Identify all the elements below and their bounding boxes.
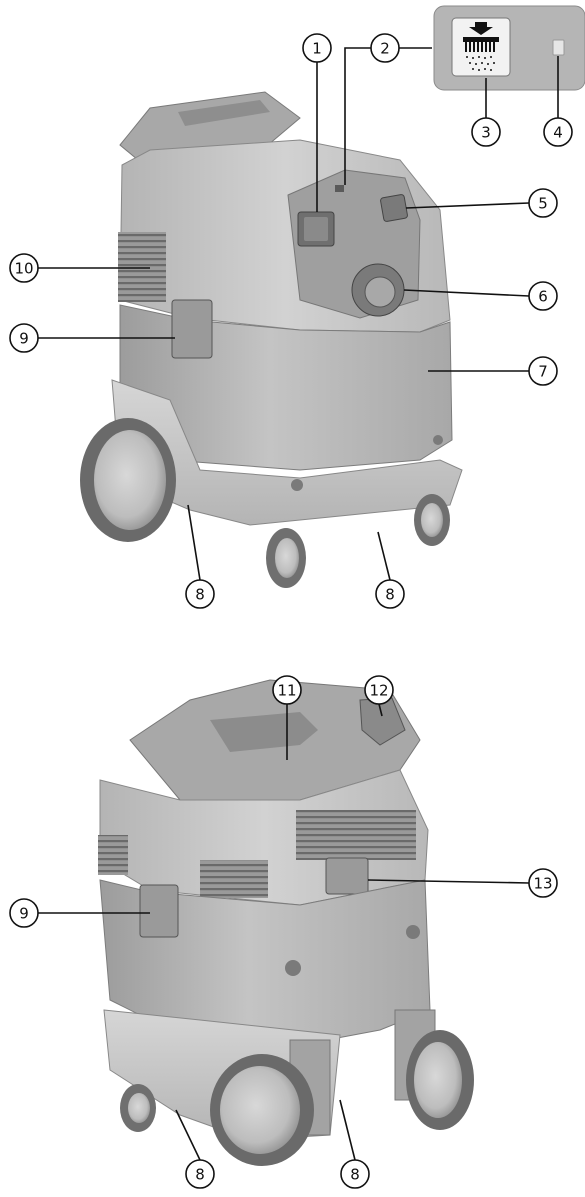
callout-circle: [471, 117, 501, 147]
front-callout-6: 6: [403, 281, 558, 311]
front-callout-2: 2: [344, 33, 432, 185]
callout-circle: [185, 579, 215, 609]
callout-leader-line: [344, 47, 432, 185]
callout-leader-line: [367, 879, 530, 884]
front-callout-4: 4: [543, 56, 573, 147]
front-callout-8: 8: [375, 531, 405, 609]
callout-circle: [302, 33, 332, 63]
callout-number: 8: [350, 1166, 360, 1184]
callout-number: 9: [19, 905, 29, 923]
callout-number: 9: [19, 330, 29, 348]
callout-number: 3: [481, 124, 491, 142]
rear-socket-cover[interactable]: [325, 857, 369, 895]
front-callout-3: 3: [471, 78, 501, 147]
rear-callout-13: 13: [367, 868, 558, 898]
rear-wheel-left-hub: [94, 430, 166, 530]
top-carry-handle: [178, 100, 270, 126]
rear-callout-11: 11: [272, 675, 302, 760]
callout-number: 8: [195, 586, 205, 604]
callout-number: 1: [312, 40, 322, 58]
callout-number: 10: [14, 260, 33, 278]
rear-callout-8: 8: [175, 1109, 215, 1189]
callout-number: 5: [538, 195, 548, 213]
callout-circle: [528, 188, 558, 218]
front-callout-10: 10: [9, 253, 150, 283]
callout-leader-line: [403, 289, 530, 297]
callout-circle: [340, 1159, 370, 1189]
filter-clean-button[interactable]: [380, 194, 408, 222]
callout-number: 8: [195, 1166, 205, 1184]
rear-view-wheel-left-hub: [220, 1066, 300, 1154]
callout-circle: [528, 356, 558, 386]
callout-circle: [9, 323, 39, 353]
rear-tank-clamp[interactable]: [139, 884, 179, 938]
callout-circle: [9, 253, 39, 283]
filter-cleaning-icon: [463, 22, 499, 71]
callout-circle: [370, 33, 400, 63]
control-inset: [433, 5, 585, 91]
rear-grille-left: [98, 835, 128, 875]
rear-callout-8: 8: [339, 1099, 370, 1189]
callout-leader-line: [339, 1099, 356, 1161]
front-callout-9: 9: [9, 323, 175, 353]
status-indicator: [335, 185, 344, 192]
callout-number: 7: [538, 363, 548, 381]
callout-circle: [543, 117, 573, 147]
callout-number: 13: [533, 875, 552, 893]
indicator-lamp-icon: [552, 39, 565, 56]
tank-clamp[interactable]: [171, 299, 213, 359]
rear-callout-12: 12: [364, 675, 394, 717]
castor-front-right-hub: [421, 503, 443, 537]
callout-leader-line: [405, 202, 530, 209]
rear-callout-9: 9: [9, 898, 150, 928]
callout-leader-line: [378, 703, 383, 717]
callout-leader-line: [187, 504, 201, 581]
callout-circle: [272, 675, 302, 705]
front-callout-5: 5: [405, 188, 558, 218]
rear-view-wheel-right-hub: [414, 1042, 462, 1118]
callout-number: 11: [277, 682, 296, 700]
suction-port-inner: [364, 276, 396, 308]
callout-circle: [185, 1159, 215, 1189]
callout-circle: [364, 675, 394, 705]
callout-circle: [528, 281, 558, 311]
tank-screw: [291, 479, 303, 491]
castor-front-left-hub: [275, 538, 299, 578]
front-callout-8: 8: [185, 504, 215, 609]
front-callout-1: 1: [302, 33, 332, 212]
callout-circle: [528, 868, 558, 898]
vacuum-rear-view: [98, 679, 474, 1166]
tank-screw: [285, 960, 301, 976]
callout-number: 2: [380, 40, 390, 58]
callout-leader-line: [175, 1109, 201, 1161]
rear-grille-right: [296, 810, 416, 860]
callout-circle: [375, 579, 405, 609]
side-air-grille: [118, 232, 166, 302]
callout-number: 8: [385, 586, 395, 604]
callout-number: 6: [538, 288, 548, 306]
tank-screw: [406, 925, 420, 939]
callout-leader-line: [377, 531, 391, 581]
callout-circle: [9, 898, 39, 928]
vacuum-front-view: [80, 91, 463, 588]
tank-screw: [433, 435, 443, 445]
main-switch-rocker: [304, 217, 328, 241]
rear-grille-center: [200, 860, 268, 898]
callout-number: 12: [369, 682, 388, 700]
chassis-base: [111, 379, 463, 526]
callout-number: 4: [553, 124, 563, 142]
rear-carry-handle: [210, 712, 318, 752]
front-callout-7: 7: [428, 356, 558, 386]
rear-view-castor-hub: [128, 1093, 150, 1123]
